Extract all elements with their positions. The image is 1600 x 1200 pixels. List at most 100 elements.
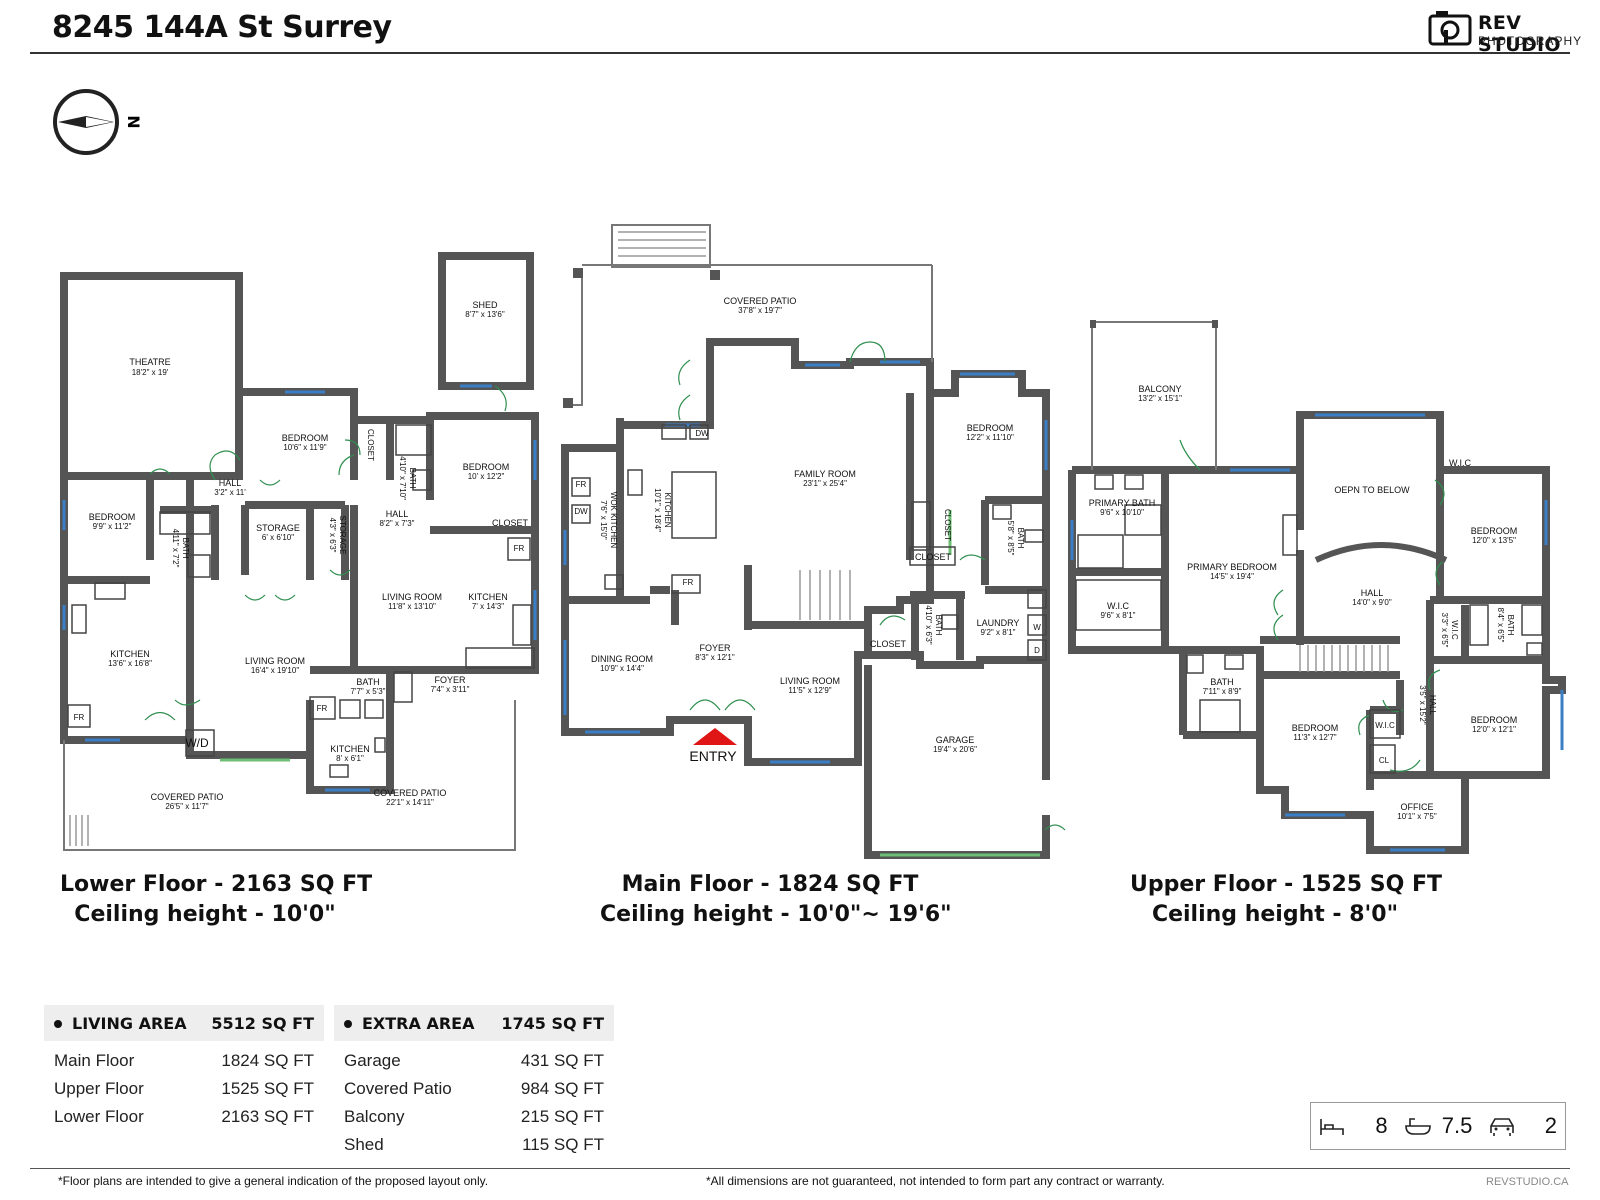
lower-bedroom2-dim: 10' x 12'2" [468, 472, 505, 481]
main-garage-label: GARAGE [936, 735, 975, 745]
upper-balcony-dim: 13'2" x 15'1" [1138, 394, 1182, 403]
row-value: 2163 SQ FT [221, 1107, 314, 1126]
upper-open-below-label: OEPN TO BELOW [1334, 485, 1410, 495]
lower-bath-vertical-dim: 4'10" x 7'10" [398, 456, 407, 500]
living-area-row: Lower Floor 2163 SQ FT [44, 1103, 324, 1131]
extra-area-summary: EXTRA AREA 1745 SQ FT Garage 431 SQ FT C… [334, 1005, 614, 1159]
garage-count: 2 [1544, 1113, 1558, 1138]
upper-office-label: OFFICE [1401, 802, 1434, 812]
main-bath1-dim: 5'8" x 8'5" [1006, 521, 1015, 556]
lower-kitchen2-label: KITCHEN [110, 649, 150, 659]
lower-closet-vertical-label: CLOSET [366, 429, 375, 461]
extra-area-row: Balcony 215 SQ FT [334, 1103, 614, 1131]
footer-disclaimer-middle: *All dimensions are not guaranteed, not … [706, 1174, 1165, 1188]
upper-hall1-label: HALL [1361, 588, 1384, 598]
property-stats: 8 7.5 2 [1310, 1102, 1566, 1150]
main-garage-dim: 19'4" x 20'6" [933, 745, 977, 754]
lower-closet-label: CLOSET [492, 518, 529, 528]
upper-hall2-dim: 3'5" x 15'2" [1418, 685, 1427, 725]
lower-bedroom1-label: BEDROOM [282, 433, 329, 443]
lower-bedroom3-dim: 9'9" x 11'2" [93, 522, 132, 531]
upper-bath2-dim: 7'11" x 8'9" [1203, 687, 1242, 696]
footer-disclaimer-left: *Floor plans are intended to give a gene… [58, 1174, 489, 1188]
lower-patio1-dim: 26'5" x 11'7" [165, 802, 208, 811]
upper-wic1-dim: 9'6" x 8'1" [1101, 611, 1136, 620]
lower-living2-dim: 16'4" x 19'10" [251, 666, 299, 675]
upper-bed3-label: BEDROOM [1471, 715, 1518, 725]
lower-floor-caption: Lower Floor - 2163 SQ FT Ceiling height … [60, 870, 373, 930]
lower-hall1-label: HALL [219, 478, 242, 488]
main-wok-label: WOK KITCHEN [609, 492, 618, 549]
row-value: 1824 SQ FT [221, 1051, 314, 1070]
main-family-label: FAMILY ROOM [794, 469, 856, 479]
upper-balcony-label: BALCONY [1138, 384, 1181, 394]
living-area-total: 5512 SQ FT [211, 1013, 314, 1033]
lower-storage2-dim: 4'3" x 6'3" [328, 518, 337, 553]
bullet-icon [54, 1020, 62, 1028]
lower-bath-vertical-label: BATH [408, 468, 417, 489]
main-entry-label: ENTRY [689, 748, 737, 764]
page-title: 8245 144A St Surrey [52, 10, 392, 45]
main-dryer-label: D [1034, 646, 1040, 655]
upper-primary-bath-label: PRIMARY BATH [1089, 498, 1156, 508]
upper-bath1-label: BATH [1506, 615, 1515, 636]
upper-floor-ceiling: Ceiling height - 8'0" [1151, 902, 1399, 927]
main-fr1-label: FR [576, 480, 587, 489]
main-laundry-dim: 9'2" x 8'1" [981, 628, 1016, 637]
main-living-dim: 11'5" x 12'9" [788, 686, 831, 695]
main-closet1-label: CLOSET [943, 509, 952, 541]
beds-stat: 8 [1311, 1113, 1396, 1139]
row-label: Main Floor [54, 1051, 135, 1070]
upper-wic3-label: W.I.C [1450, 620, 1459, 640]
lower-bedroom1-dim: 10'6" x 11'9" [283, 443, 326, 452]
living-area-summary: LIVING AREA 5512 SQ FT Main Floor 1824 S… [44, 1005, 324, 1131]
lower-fr3-label: FR [514, 544, 525, 553]
upper-bed1-label: BEDROOM [1471, 526, 1518, 536]
row-label: Covered Patio [344, 1079, 452, 1098]
extra-area-header: EXTRA AREA 1745 SQ FT [334, 1005, 614, 1041]
footer-website: REVSTUDIO.CA [1486, 1176, 1569, 1188]
compass-icon: N [53, 89, 143, 155]
extra-area-total: 1745 SQ FT [501, 1013, 604, 1033]
lower-floor-area: Lower Floor - 2163 SQ FT [60, 872, 373, 897]
lower-kitchen3-label: KITCHEN [330, 744, 370, 754]
camera-logo-icon [1428, 11, 1472, 46]
upper-wic4-label: W.I.C [1375, 721, 1395, 730]
lower-kitchen3-dim: 8' x 6'1" [336, 754, 364, 763]
main-living-label: LIVING ROOM [780, 676, 840, 686]
main-closet2-label: CLOSET [915, 552, 952, 562]
brand-name: REV STUDIO [1478, 12, 1561, 56]
upper-floor-caption: Upper Floor - 1525 SQ FT Ceiling height … [1130, 870, 1442, 930]
compass-north-label: N [124, 115, 143, 128]
lower-patio1-label: COVERED PATIO [151, 792, 224, 802]
lower-patio2-dim: 22'1" x 14'11" [386, 798, 434, 807]
main-foyer-label: FOYER [699, 643, 731, 653]
upper-closet-label: CL [1379, 756, 1390, 765]
bullet-icon [344, 1020, 352, 1028]
main-family-dim: 23'1" x 25'4" [803, 479, 847, 488]
main-bath1-label: BATH [1016, 528, 1025, 549]
main-bath2-label: BATH [934, 615, 943, 636]
row-label: Balcony [344, 1107, 405, 1126]
lower-kitchen1-dim: 7' x 14'3" [472, 602, 504, 611]
extra-area-row: Garage 431 SQ FT [334, 1047, 614, 1075]
lower-floor-ceiling: Ceiling height - 10'0" [74, 902, 336, 927]
lower-bedroom2-label: BEDROOM [463, 462, 510, 472]
lower-bath2-label: BATH [181, 538, 190, 559]
lower-bath3-dim: 7'7" x 5'3" [351, 687, 386, 696]
upper-bed3-dim: 12'0" x 12'1" [1472, 725, 1516, 734]
upper-office-dim: 10'1" x 7'5" [1397, 812, 1437, 821]
lower-storage1-label: STORAGE [256, 523, 300, 533]
main-bedroom-dim: 12'2" x 11'10" [966, 433, 1014, 442]
upper-primary-bath-dim: 9'6" x 10'10" [1100, 508, 1144, 517]
garage-stat: 2 [1480, 1113, 1565, 1139]
lower-hall2-label: HALL [386, 509, 409, 519]
main-closet3-label: CLOSET [870, 639, 907, 649]
main-kitchen-label: KITCHEN [663, 492, 672, 527]
row-label: Lower Floor [54, 1107, 144, 1126]
lower-patio2-label: COVERED PATIO [374, 788, 447, 798]
living-area-row: Main Floor 1824 SQ FT [44, 1047, 324, 1075]
lower-storage2-label: STORAGE [338, 516, 347, 555]
extra-area-title: EXTRA AREA [362, 1013, 475, 1033]
main-fr2-label: FR [683, 578, 694, 587]
